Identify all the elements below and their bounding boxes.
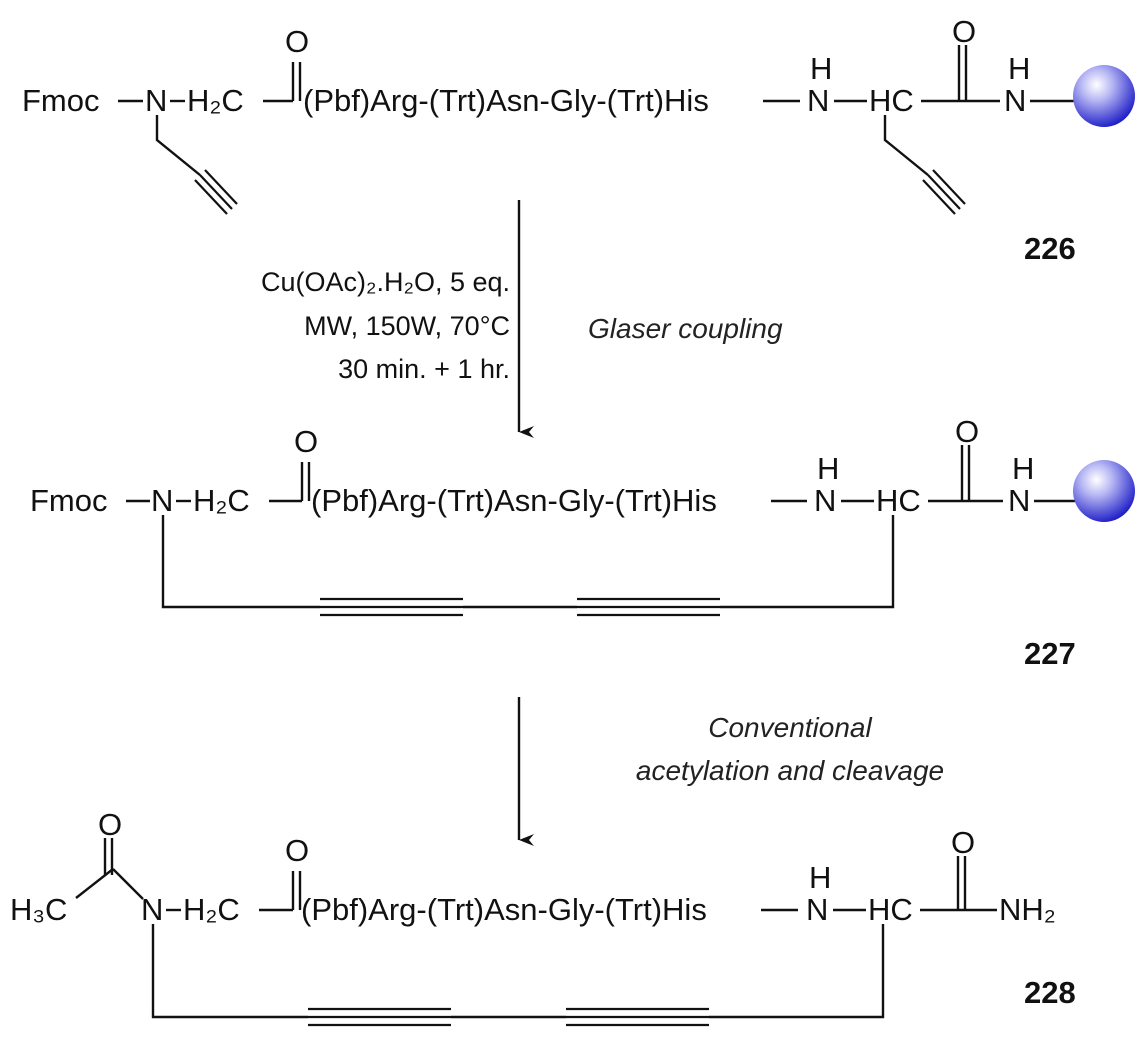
- carbonyl-oxygen: O: [285, 24, 309, 59]
- compound-227: Fmoc N H₂C O (Pbf)Arg-(Trt)Asn-Gly-(Trt)…: [30, 414, 1135, 671]
- compound-226: Fmoc N H₂C O (Pbf)Arg-(Trt)Asn-Gly-(Trt)…: [22, 14, 1135, 266]
- terminal-amide: NH₂: [999, 892, 1056, 927]
- time-line: 30 min. + 1 hr.: [338, 354, 510, 384]
- reaction-name-line: Conventional: [708, 712, 872, 743]
- carbonyl-oxygen: O: [294, 424, 318, 459]
- fmoc-label: Fmoc: [22, 83, 100, 118]
- amide-hydrogen: H: [1008, 51, 1030, 86]
- nitrogen-label: N: [145, 83, 167, 118]
- bridge-right-arm: [720, 515, 895, 609]
- compound-number: 226: [1024, 231, 1076, 266]
- compound-228: H₃C O N H₂C O (Pbf)Arg-(Trt)Asn-Gly-(Trt…: [10, 807, 1076, 1027]
- acetyl-oxygen: O: [98, 807, 122, 842]
- alpha-carbon: HC: [868, 892, 913, 927]
- nh-nitrogen: N: [807, 83, 829, 118]
- reagent-line: Cu(OAc)₂.H₂O, 5 eq.: [261, 267, 510, 297]
- reaction-step-2: Conventional acetylation and cleavage: [517, 697, 944, 846]
- amide-oxygen: O: [951, 825, 975, 860]
- amide-oxygen: O: [955, 414, 979, 449]
- peptide-sequence: (Pbf)Arg-(Trt)Asn-Gly-(Trt)His: [301, 892, 707, 927]
- peptide-sequence: (Pbf)Arg-(Trt)Asn-Gly-(Trt)His: [303, 83, 709, 118]
- alkyne-triple-e: [932, 169, 966, 205]
- nh-hydrogen: H: [809, 860, 831, 895]
- reaction-step-1: Cu(OAc)₂.H₂O, 5 eq. MW, 150W, 70°C 30 mi…: [261, 200, 783, 438]
- methyl-label: H₃C: [10, 892, 67, 927]
- nh-nitrogen: N: [806, 892, 828, 927]
- alkyne-triple-a: [199, 174, 233, 210]
- alpha-carbon: HC: [876, 483, 921, 518]
- nh-nitrogen: N: [814, 483, 836, 518]
- peptide-sequence: (Pbf)Arg-(Trt)Asn-Gly-(Trt)His: [311, 483, 717, 518]
- reaction-name-line: acetylation and cleavage: [636, 755, 944, 786]
- alpha-carbon: HC: [869, 83, 914, 118]
- conditions-line: MW, 150W, 70°C: [304, 311, 510, 341]
- alkyne-triple-c: [194, 179, 228, 215]
- bond-carbonyl-n: [112, 868, 144, 900]
- reaction-name: Glaser coupling: [588, 313, 783, 344]
- hc-propargyl-chain: [883, 115, 929, 176]
- amide-hydrogen: H: [1012, 451, 1034, 486]
- bond-ch3-carbonyl: [75, 868, 114, 899]
- nh-hydrogen: H: [817, 451, 839, 486]
- ch2-label: H₂C: [183, 892, 240, 927]
- bridge-right-arm: [709, 924, 885, 1019]
- resin-bead: [1073, 65, 1135, 127]
- nh-hydrogen: H: [810, 51, 832, 86]
- bridge-left-arm: [151, 924, 308, 1019]
- compound-number: 228: [1024, 975, 1076, 1010]
- carbonyl-oxygen: O: [285, 833, 309, 868]
- n-propargyl-chain: [155, 115, 201, 176]
- alkyne-triple-f: [922, 179, 956, 215]
- ch2-label: H₂C: [193, 483, 250, 518]
- amide-oxygen: O: [952, 14, 976, 49]
- resin-bead: [1073, 460, 1135, 522]
- nitrogen-label: N: [141, 892, 163, 927]
- fmoc-label: Fmoc: [30, 483, 108, 518]
- alkyne-triple-d: [927, 174, 961, 210]
- alkyne-triple-b: [204, 169, 238, 205]
- compound-number: 227: [1024, 636, 1076, 671]
- amide-nitrogen: N: [1004, 83, 1026, 118]
- bridge-left-arm: [161, 515, 320, 609]
- ch2-label: H₂C: [187, 83, 244, 118]
- amide-nitrogen: N: [1008, 483, 1030, 518]
- nitrogen-label: N: [151, 483, 173, 518]
